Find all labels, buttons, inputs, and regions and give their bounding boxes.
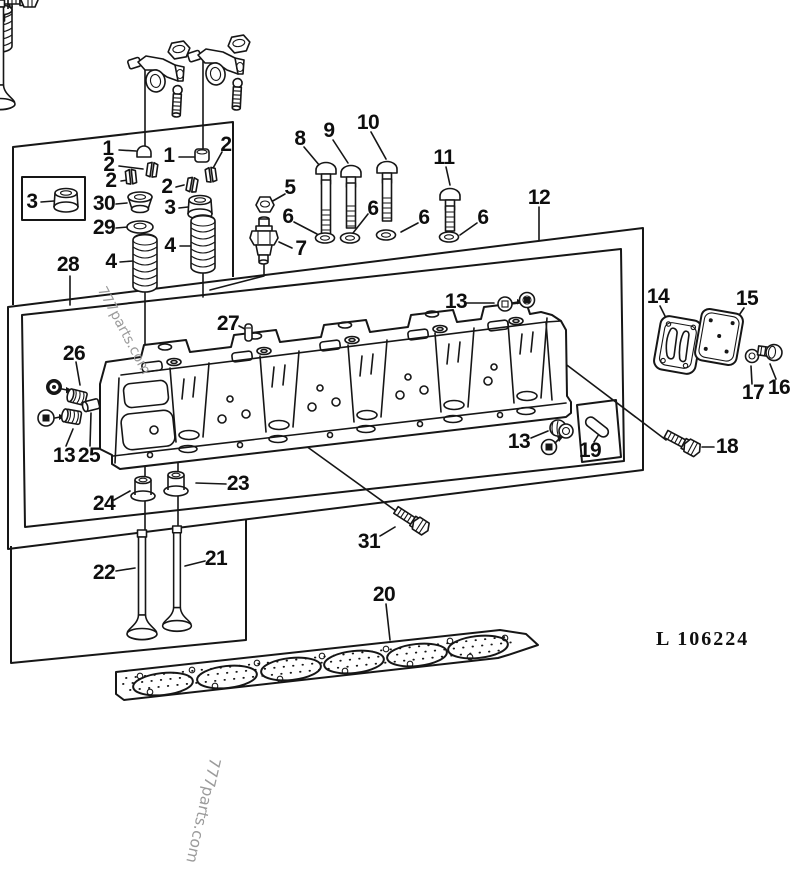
part-label-2-valve-lock: 2 <box>220 133 232 156</box>
part-label-12-cylinder-head-group: 12 <box>527 186 551 209</box>
part-label-16-plug: 16 <box>767 376 791 399</box>
part-label-24-valve-guide: 24 <box>92 492 116 515</box>
part-label-14-cover-gasket: 14 <box>646 285 670 308</box>
plugs <box>37 291 610 456</box>
part-label-31-cap-screw: 31 <box>357 530 381 553</box>
part-label-23-valve-guide: 23 <box>226 472 250 495</box>
part-label-18-cap-screw: 18 <box>715 435 739 458</box>
part-label-8-cap-screw: 8 <box>294 127 306 150</box>
part-label-6-washer: 6 <box>418 206 430 229</box>
part-label-9-cap-screw: 9 <box>323 119 335 142</box>
head-bolts <box>0 0 461 244</box>
part-label-30-spring-retainer: 30 <box>92 192 116 215</box>
head-gasket <box>115 629 539 701</box>
part-label-13-plug: 13 <box>52 444 76 467</box>
part-label-29-valve-seal: 29 <box>92 216 116 239</box>
part-label-7-sender: 7 <box>295 237 307 260</box>
part-label-1-valve-cap: 1 <box>163 144 175 167</box>
rocker-arm-assembly <box>0 0 253 119</box>
valve-seal-29 <box>126 220 154 234</box>
part-label-21-intake-valve: 21 <box>204 547 228 570</box>
part-label-20-head-gasket: 20 <box>372 583 396 606</box>
part-label-13-plug: 13 <box>444 290 468 313</box>
part-label-28-valve-parts-group: 28 <box>56 253 80 276</box>
part-label-5-nut: 5 <box>284 176 296 199</box>
part-label-2-valve-lock: 2 <box>161 175 173 198</box>
part-label-1-valve-cap: 1 <box>102 137 114 160</box>
side-cover-assembly <box>653 308 783 375</box>
part-label-22-exhaust-valve: 22 <box>92 561 116 584</box>
part-label-6-washer: 6 <box>282 205 294 228</box>
part-label-4-valve-spring: 4 <box>164 234 176 257</box>
part-label-19-pin: 19 <box>578 439 602 462</box>
part-label-2-valve-lock: 2 <box>105 169 117 192</box>
part-label-6-washer: 6 <box>477 206 489 229</box>
group-boxes <box>7 121 644 664</box>
figure-code: L 106224 <box>656 628 750 650</box>
cylinder-head <box>99 301 572 470</box>
part-label-4-valve-spring: 4 <box>105 250 117 273</box>
valves <box>0 0 193 641</box>
sender-assembly <box>249 196 279 265</box>
part-label-3-valve-rotator: 3 <box>164 196 176 219</box>
part-label-13-plug: 13 <box>507 430 531 453</box>
part-label-11-cap-screw: 11 <box>433 146 455 169</box>
part-label-26-plug: 26 <box>62 342 86 365</box>
mount-bolts <box>0 0 704 538</box>
part-label-15-cover-plate: 15 <box>735 287 759 310</box>
part-label-27-dowel-pin: 27 <box>216 312 240 335</box>
part-label-10-cap-screw: 10 <box>356 111 380 134</box>
part-label-3-valve-rotator: 3 <box>26 190 38 213</box>
part-label-2-valve-lock: 2 <box>103 153 115 176</box>
part-label-17-washer: 17 <box>741 381 765 404</box>
part-label-6-washer: 6 <box>367 197 379 220</box>
part-label-25-orifice: 25 <box>77 444 101 467</box>
spring-retainer-30 <box>127 191 153 214</box>
